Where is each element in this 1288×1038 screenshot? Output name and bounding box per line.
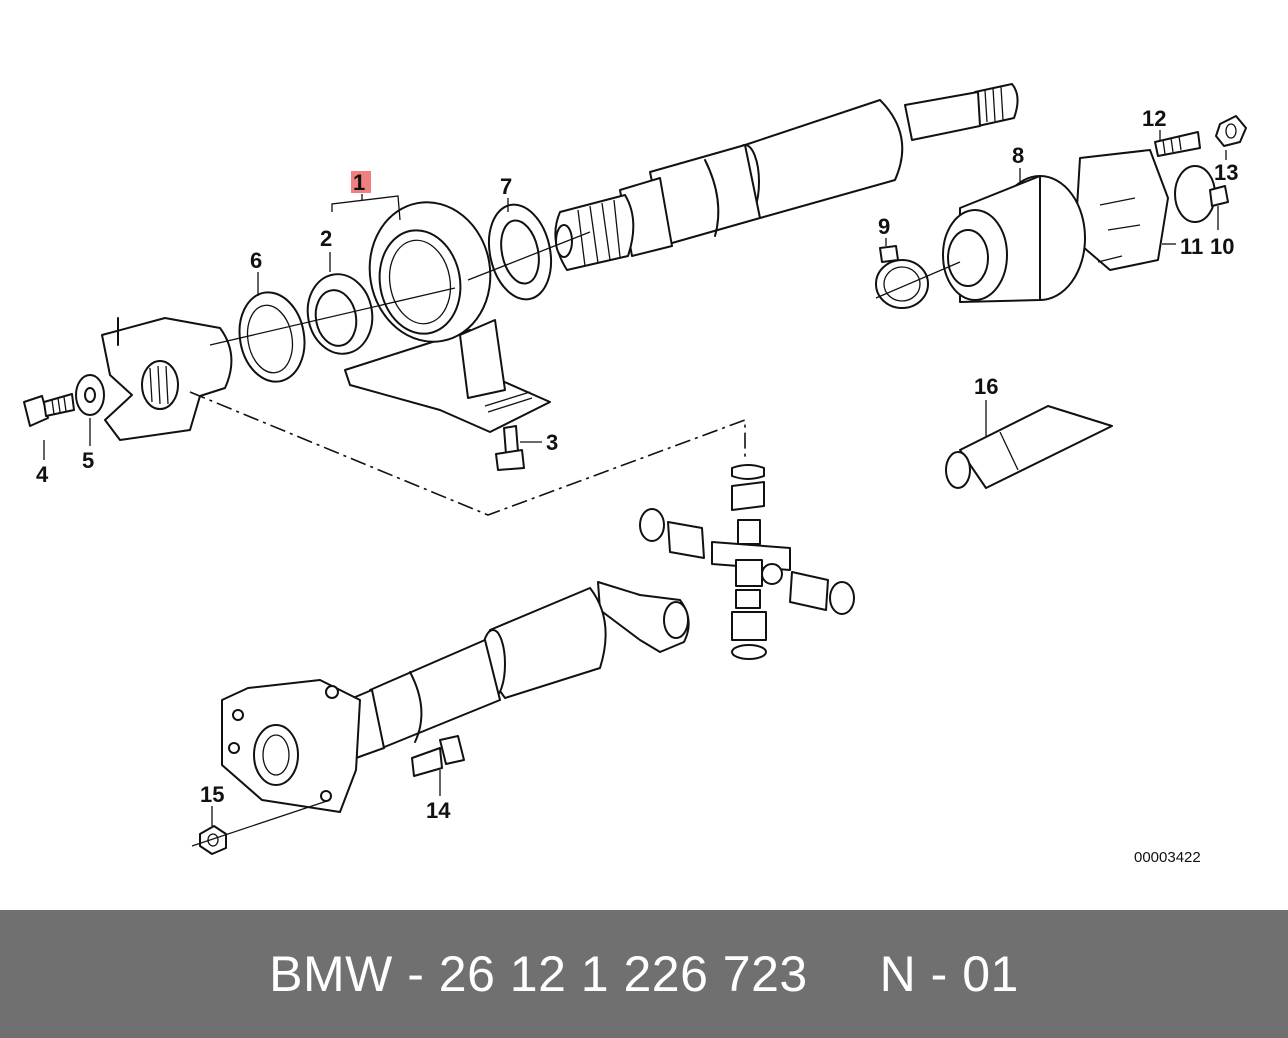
front-propeller-shaft	[554, 83, 1019, 271]
callout-15: 15	[200, 782, 224, 807]
drawing-code: 00003422	[1134, 849, 1201, 866]
part-16-grease-tube	[945, 405, 1113, 489]
callout-9: 9	[878, 214, 890, 239]
front-flange-yoke	[101, 317, 233, 441]
callout-13: 13	[1214, 160, 1238, 185]
callout-6: 6	[250, 248, 262, 273]
part-number-label: BMW - 26 12 1 226 723 N - 01	[269, 946, 1019, 1002]
part-9-hose-clamp	[875, 245, 929, 309]
part-10-clamp-ring	[1174, 165, 1229, 223]
part-12-stud	[1154, 131, 1201, 157]
callout-3: 3	[546, 430, 558, 455]
callout-8: 8	[1012, 143, 1024, 168]
callout-7: 7	[500, 174, 512, 199]
callout-12: 12	[1142, 106, 1166, 131]
part-13-nut	[1215, 115, 1247, 147]
callout-16: 16	[974, 374, 998, 399]
part-14-bolt	[411, 735, 465, 777]
exploded-view-drawing: 1 2 3 4 5 6 7 8 9 10 11 12 13 14 15 16 0…	[23, 83, 1247, 866]
part-8-flex-coupling	[942, 149, 1169, 303]
leader-lines	[43, 130, 1227, 826]
callout-4: 4	[36, 462, 49, 487]
callout-2: 2	[320, 226, 332, 251]
callout-14: 14	[426, 798, 451, 823]
callout-1: 1	[353, 170, 365, 195]
parts-diagram: 1 2 3 4 5 6 7 8 9 10 11 12 13 14 15 16 0…	[23, 83, 1247, 866]
part-15-nut	[199, 825, 227, 855]
callout-1-highlight	[351, 171, 371, 193]
part-1-center-bearing	[344, 201, 551, 433]
part-4-bolt	[23, 393, 75, 427]
part-3-bolt	[495, 425, 525, 471]
part-7-washer	[488, 203, 552, 301]
callout-10: 10	[1210, 234, 1234, 259]
part-5-washer	[75, 374, 105, 416]
part-6-seal	[238, 291, 306, 383]
rear-propeller-shaft	[221, 581, 690, 813]
part-number-footer: BMW - 26 12 1 226 723 N - 01	[0, 910, 1288, 1038]
universal-joint-spider	[639, 464, 855, 660]
part-2-ball-bearing	[306, 273, 374, 355]
callout-5: 5	[82, 448, 94, 473]
callout-11: 11	[1180, 234, 1203, 259]
